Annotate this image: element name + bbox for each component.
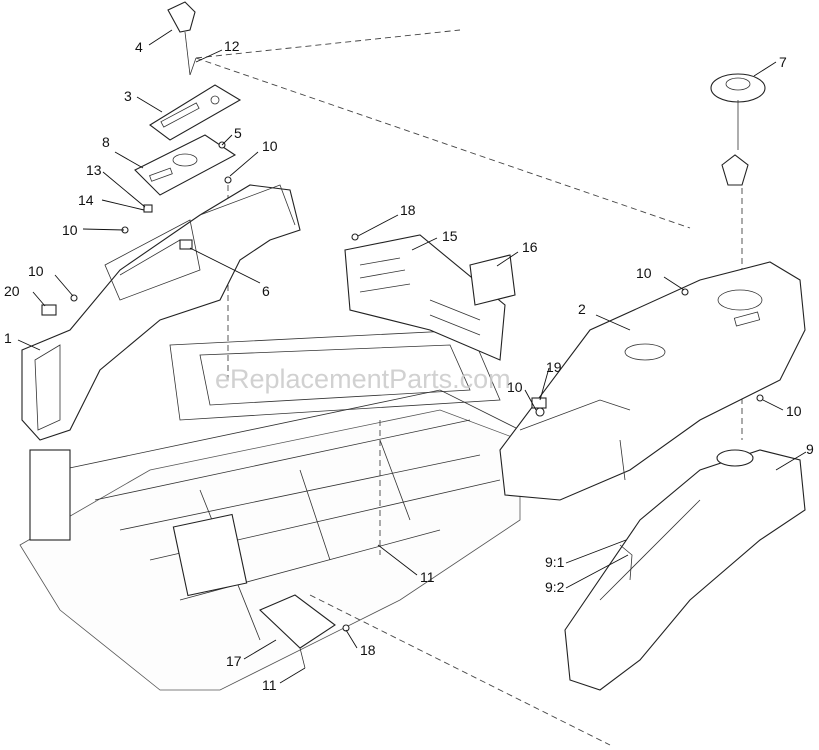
callout-8: 8	[102, 134, 110, 150]
callout-5: 5	[234, 125, 242, 141]
callout-10-center: 10	[507, 379, 523, 395]
callout-7: 7	[779, 54, 787, 70]
callout-10-left: 10	[62, 222, 78, 238]
watermark-text: eReplacementParts.com	[215, 364, 511, 394]
callout-12: 12	[224, 38, 240, 54]
callout-2: 2	[578, 301, 586, 317]
callout-14: 14	[78, 192, 94, 208]
cable-12-upper	[195, 29, 461, 59]
callout-17: 17	[226, 653, 242, 669]
callout-15: 15	[442, 228, 458, 244]
callout-10-far-right: 10	[786, 403, 802, 419]
fuel-cap-7	[710, 73, 766, 186]
cable-12	[195, 57, 691, 229]
callout-20: 20	[4, 283, 20, 299]
callout-19: 19	[546, 359, 562, 375]
callout-18-bottom: 18	[360, 642, 376, 658]
chassis-frame	[19, 329, 521, 691]
ref-line-c	[309, 594, 611, 746]
callout-10-lower-left: 10	[28, 263, 44, 279]
fuel-tank-9	[564, 449, 806, 691]
callout-labels: 4 12 3 8 5 10 13 14 10 10 20 1 6 18 15 1…	[4, 38, 814, 693]
callout-1: 1	[4, 330, 12, 346]
callout-4: 4	[135, 39, 143, 55]
left-fender-housing	[21, 184, 301, 441]
panel-8	[134, 134, 237, 196]
callout-10-right: 10	[636, 265, 652, 281]
fasteners	[41, 141, 764, 632]
callout-10-top: 10	[262, 138, 278, 154]
callout-3: 3	[124, 88, 132, 104]
callout-9: 9	[806, 441, 814, 457]
leader-lines	[17, 29, 807, 684]
callout-18-top: 18	[400, 202, 416, 218]
callout-6: 6	[262, 283, 270, 299]
callout-11-bottom: 11	[262, 677, 277, 693]
callout-16: 16	[522, 239, 538, 255]
callout-9-2: 9:2	[545, 579, 565, 595]
bracket-17	[259, 594, 336, 669]
callout-11-center: 11	[420, 569, 435, 585]
lever-4	[167, 1, 197, 76]
callout-9-1: 9:1	[545, 554, 565, 570]
callout-13: 13	[86, 162, 102, 178]
plate-16	[469, 254, 516, 306]
seat-plate-15	[344, 234, 506, 361]
control-plate-3	[149, 84, 242, 141]
